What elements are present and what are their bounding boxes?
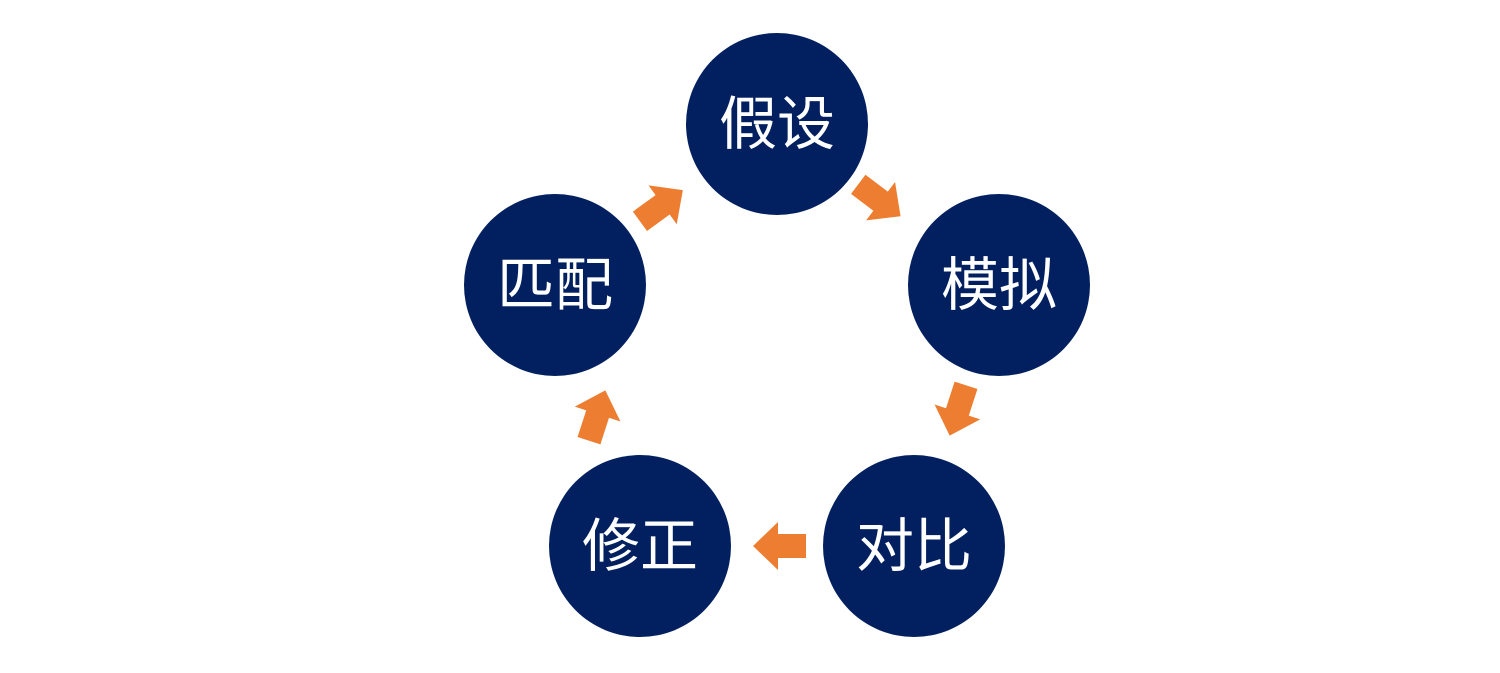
node-compare-circle <box>823 455 1005 637</box>
arrow-correct-to-match <box>574 390 621 445</box>
node-match-label: 匹配 <box>497 251 613 319</box>
node-match: 匹配 <box>464 194 646 376</box>
node-hypothesis: 假设 <box>686 33 868 215</box>
node-match-circle <box>464 194 646 376</box>
node-simulate: 模拟 <box>908 194 1090 376</box>
node-simulate-label: 模拟 <box>941 251 1057 319</box>
arrow-compare-to-correct <box>753 522 806 570</box>
node-compare-label: 对比 <box>856 512 972 580</box>
arrow-hypothesis-to-simulate <box>851 174 901 221</box>
node-hypothesis-circle <box>686 33 868 215</box>
node-correct: 修正 <box>549 455 731 637</box>
arrows-layer <box>574 174 981 570</box>
node-correct-circle <box>549 455 731 637</box>
arrow-simulate-to-compare <box>934 381 981 436</box>
nodes-layer: 假设 模拟 对比 修正 匹配 <box>464 33 1090 637</box>
node-simulate-circle <box>908 194 1090 376</box>
node-hypothesis-label: 假设 <box>719 90 835 158</box>
node-compare: 对比 <box>823 455 1005 637</box>
arrow-match-to-hypothesis <box>632 185 683 231</box>
node-correct-label: 修正 <box>582 512 698 580</box>
